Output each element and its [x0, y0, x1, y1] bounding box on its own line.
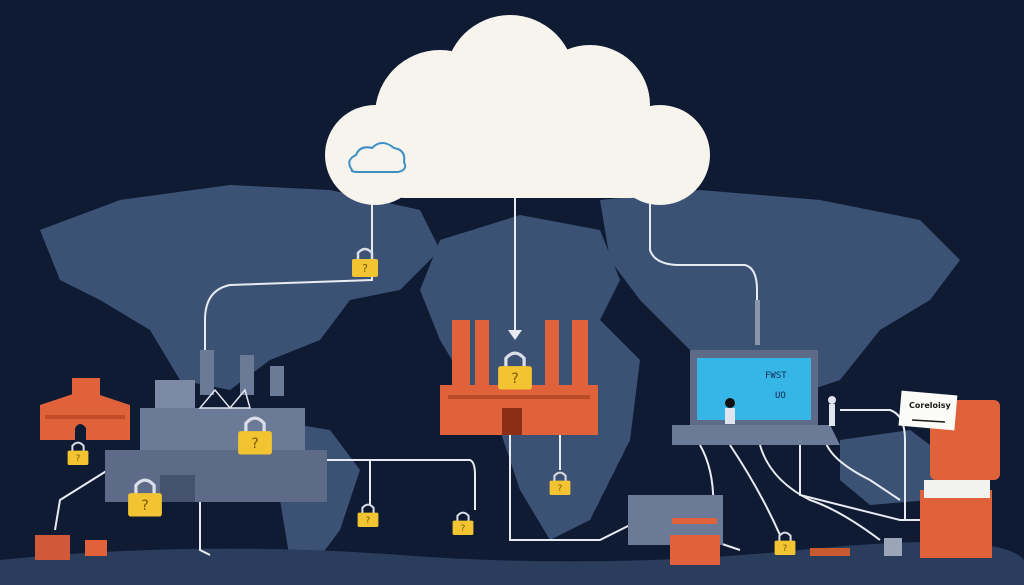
svg-text:?: ? [76, 454, 81, 464]
svg-text:?: ? [141, 498, 149, 514]
svg-text:?: ? [783, 544, 788, 554]
cable [509, 435, 631, 541]
cable [729, 444, 781, 536]
svg-text:?: ? [362, 262, 368, 275]
orange-building-left [40, 378, 130, 440]
padlock-icon: ? [357, 503, 379, 527]
cloud-icon [348, 142, 407, 173]
padlock-icon: ? [352, 247, 378, 277]
orange-factory-center [440, 320, 598, 435]
screen-text-1: FWST [765, 371, 787, 381]
continent-north-america [40, 185, 440, 390]
cable [199, 500, 211, 556]
cable [204, 195, 373, 355]
arrow-down [508, 330, 522, 340]
cable [54, 469, 109, 531]
padlock-icon: ? [549, 471, 571, 495]
ground [0, 542, 1024, 585]
sign-text: Coreloisy [909, 401, 951, 410]
svg-text:?: ? [461, 524, 466, 534]
padlock-icon: ? [498, 351, 532, 390]
svg-text:?: ? [511, 371, 519, 387]
svg-text:?: ? [558, 484, 563, 494]
cable [759, 444, 881, 541]
padlock-icon: ? [774, 531, 796, 555]
server-unit [628, 495, 723, 565]
gray-factory [105, 350, 327, 502]
cable [325, 459, 476, 510]
network-cables [54, 195, 920, 556]
small-device [884, 538, 902, 556]
svg-text:?: ? [366, 516, 371, 526]
cable [799, 445, 920, 521]
cloud [325, 15, 710, 205]
svg-text:?: ? [251, 436, 259, 452]
continent-asia [600, 190, 960, 400]
screen-text-2: UO [775, 391, 786, 401]
power-strip [810, 548, 850, 556]
padlock-icon: ? [128, 478, 162, 517]
cable [649, 195, 758, 345]
computer-workstation: FWST UO [672, 300, 840, 445]
padlocks: ????????? [67, 247, 796, 555]
padlock-icon: ? [67, 441, 89, 465]
padlock-icon: ? [238, 416, 272, 455]
orange-case [85, 540, 107, 556]
continent-australia [840, 430, 950, 505]
sign-board: Coreloisy [898, 390, 958, 431]
computer-screen [697, 358, 811, 420]
padlock-icon: ? [452, 511, 474, 535]
orange-case [35, 535, 70, 560]
